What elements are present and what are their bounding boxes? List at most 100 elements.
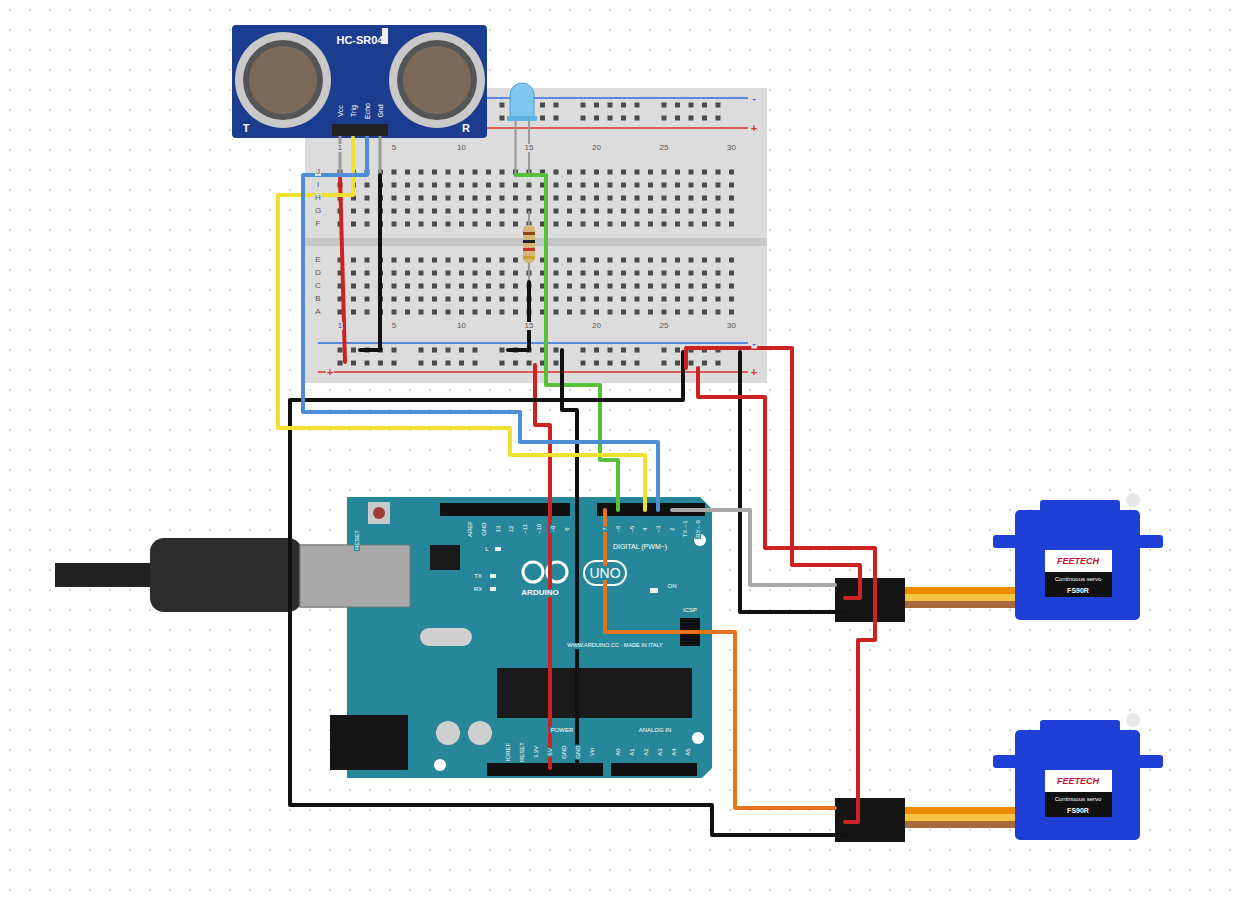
breadboard-hole	[459, 258, 464, 263]
breadboard-hole	[662, 116, 667, 121]
breadboard-hole	[554, 170, 559, 175]
breadboard-hole	[594, 310, 599, 315]
breadboard-hole	[702, 310, 707, 315]
column-number: 30	[726, 144, 737, 152]
breadboard-hole	[662, 183, 667, 188]
pin-name: 3.3V	[533, 745, 539, 759]
breadboard-hole	[513, 284, 518, 289]
rail-sign: +	[750, 367, 758, 378]
rail-sign: -	[751, 93, 757, 104]
column-number: 10	[456, 322, 467, 330]
pin-name: 5V	[547, 747, 553, 756]
breadboard-hole	[500, 361, 505, 366]
breadboard-hole	[702, 183, 707, 188]
usb-port	[300, 545, 410, 607]
breadboard-hole	[635, 183, 640, 188]
breadboard-hole	[554, 297, 559, 302]
usb-chip	[430, 545, 460, 570]
breadboard-hole	[446, 183, 451, 188]
led-name: L	[484, 546, 489, 552]
breadboard-hole	[621, 209, 626, 214]
breadboard-hole	[500, 196, 505, 201]
breadboard-hole	[405, 170, 410, 175]
pin-name: Trig	[350, 104, 357, 118]
breadboard-hole	[594, 271, 599, 276]
breadboard-hole	[608, 196, 613, 201]
reset-button	[373, 507, 385, 519]
breadboard-hole	[432, 310, 437, 315]
breadboard-hole	[594, 361, 599, 366]
breadboard-holes	[338, 103, 735, 366]
row-letter: G	[314, 207, 322, 215]
breadboard-hole	[338, 348, 343, 353]
breadboard-hole	[432, 222, 437, 227]
breadboard-hole	[486, 183, 491, 188]
breadboard-hole	[513, 222, 518, 227]
breadboard-hole	[608, 297, 613, 302]
breadboard-hole	[513, 183, 518, 188]
board-note: WWW.ARDUINO.CC - MADE IN ITALY	[566, 643, 663, 649]
breadboard-hole	[621, 170, 626, 175]
breadboard-hole	[662, 170, 667, 175]
breadboard-hole	[635, 222, 640, 227]
sensor-pins	[340, 136, 380, 175]
pin-name: 12	[508, 525, 514, 534]
breadboard-hole	[662, 297, 667, 302]
breadboard-hole	[608, 183, 613, 188]
breadboard-hole	[581, 209, 586, 214]
breadboard-hole	[689, 271, 694, 276]
breadboard-hole	[729, 222, 734, 227]
pin-name: Vin	[589, 747, 595, 758]
breadboard-hole	[621, 284, 626, 289]
breadboard-hole	[608, 258, 613, 263]
model-name: FS90R	[1066, 807, 1090, 814]
breadboard-hole	[702, 297, 707, 302]
column-number: 15	[524, 144, 535, 152]
breadboard-hole	[702, 271, 707, 276]
breadboard-hole	[581, 183, 586, 188]
breadboard-hole	[716, 271, 721, 276]
led-name: TX	[473, 573, 483, 579]
breadboard-hole	[351, 222, 356, 227]
breadboard-hole	[351, 284, 356, 289]
breadboard-hole	[446, 258, 451, 263]
breadboard-hole	[486, 258, 491, 263]
breadboard-hole	[581, 170, 586, 175]
breadboard-hole	[702, 284, 707, 289]
breadboard-hole	[432, 196, 437, 201]
transducer	[403, 46, 471, 114]
breadboard-hole	[554, 310, 559, 315]
servo-illustration	[835, 493, 1163, 622]
pin-name: A5	[685, 747, 691, 756]
breadboard-hole	[527, 183, 532, 188]
breadboard-hole	[716, 103, 721, 108]
breadboard-hole	[513, 310, 518, 315]
breadboard-hole	[635, 103, 640, 108]
pin-name: 2	[669, 526, 675, 531]
transducer	[235, 32, 331, 128]
status-led	[650, 588, 658, 593]
breadboard-hole	[716, 183, 721, 188]
breadboard-hole	[608, 348, 613, 353]
breadboard-hole	[405, 222, 410, 227]
breadboard-hole	[392, 196, 397, 201]
breadboard-hole	[365, 209, 370, 214]
breadboard-hole	[365, 284, 370, 289]
breadboard-hole	[675, 183, 680, 188]
breadboard-hole	[432, 183, 437, 188]
status-led	[495, 547, 501, 551]
breadboard-hole	[675, 348, 680, 353]
breadboard-hole	[621, 361, 626, 366]
breadboard-hole	[621, 183, 626, 188]
breadboard-hole	[500, 103, 505, 108]
breadboard-hole	[689, 284, 694, 289]
mounting-hole	[434, 759, 446, 771]
breadboard-hole	[608, 222, 613, 227]
breadboard-hole	[716, 310, 721, 315]
breadboard-hole	[729, 271, 734, 276]
pin-name: Vcc	[337, 104, 344, 118]
breadboard-hole	[689, 196, 694, 201]
breadboard-hole	[702, 258, 707, 263]
breadboard-hole	[608, 310, 613, 315]
row-letter: B	[314, 295, 321, 303]
